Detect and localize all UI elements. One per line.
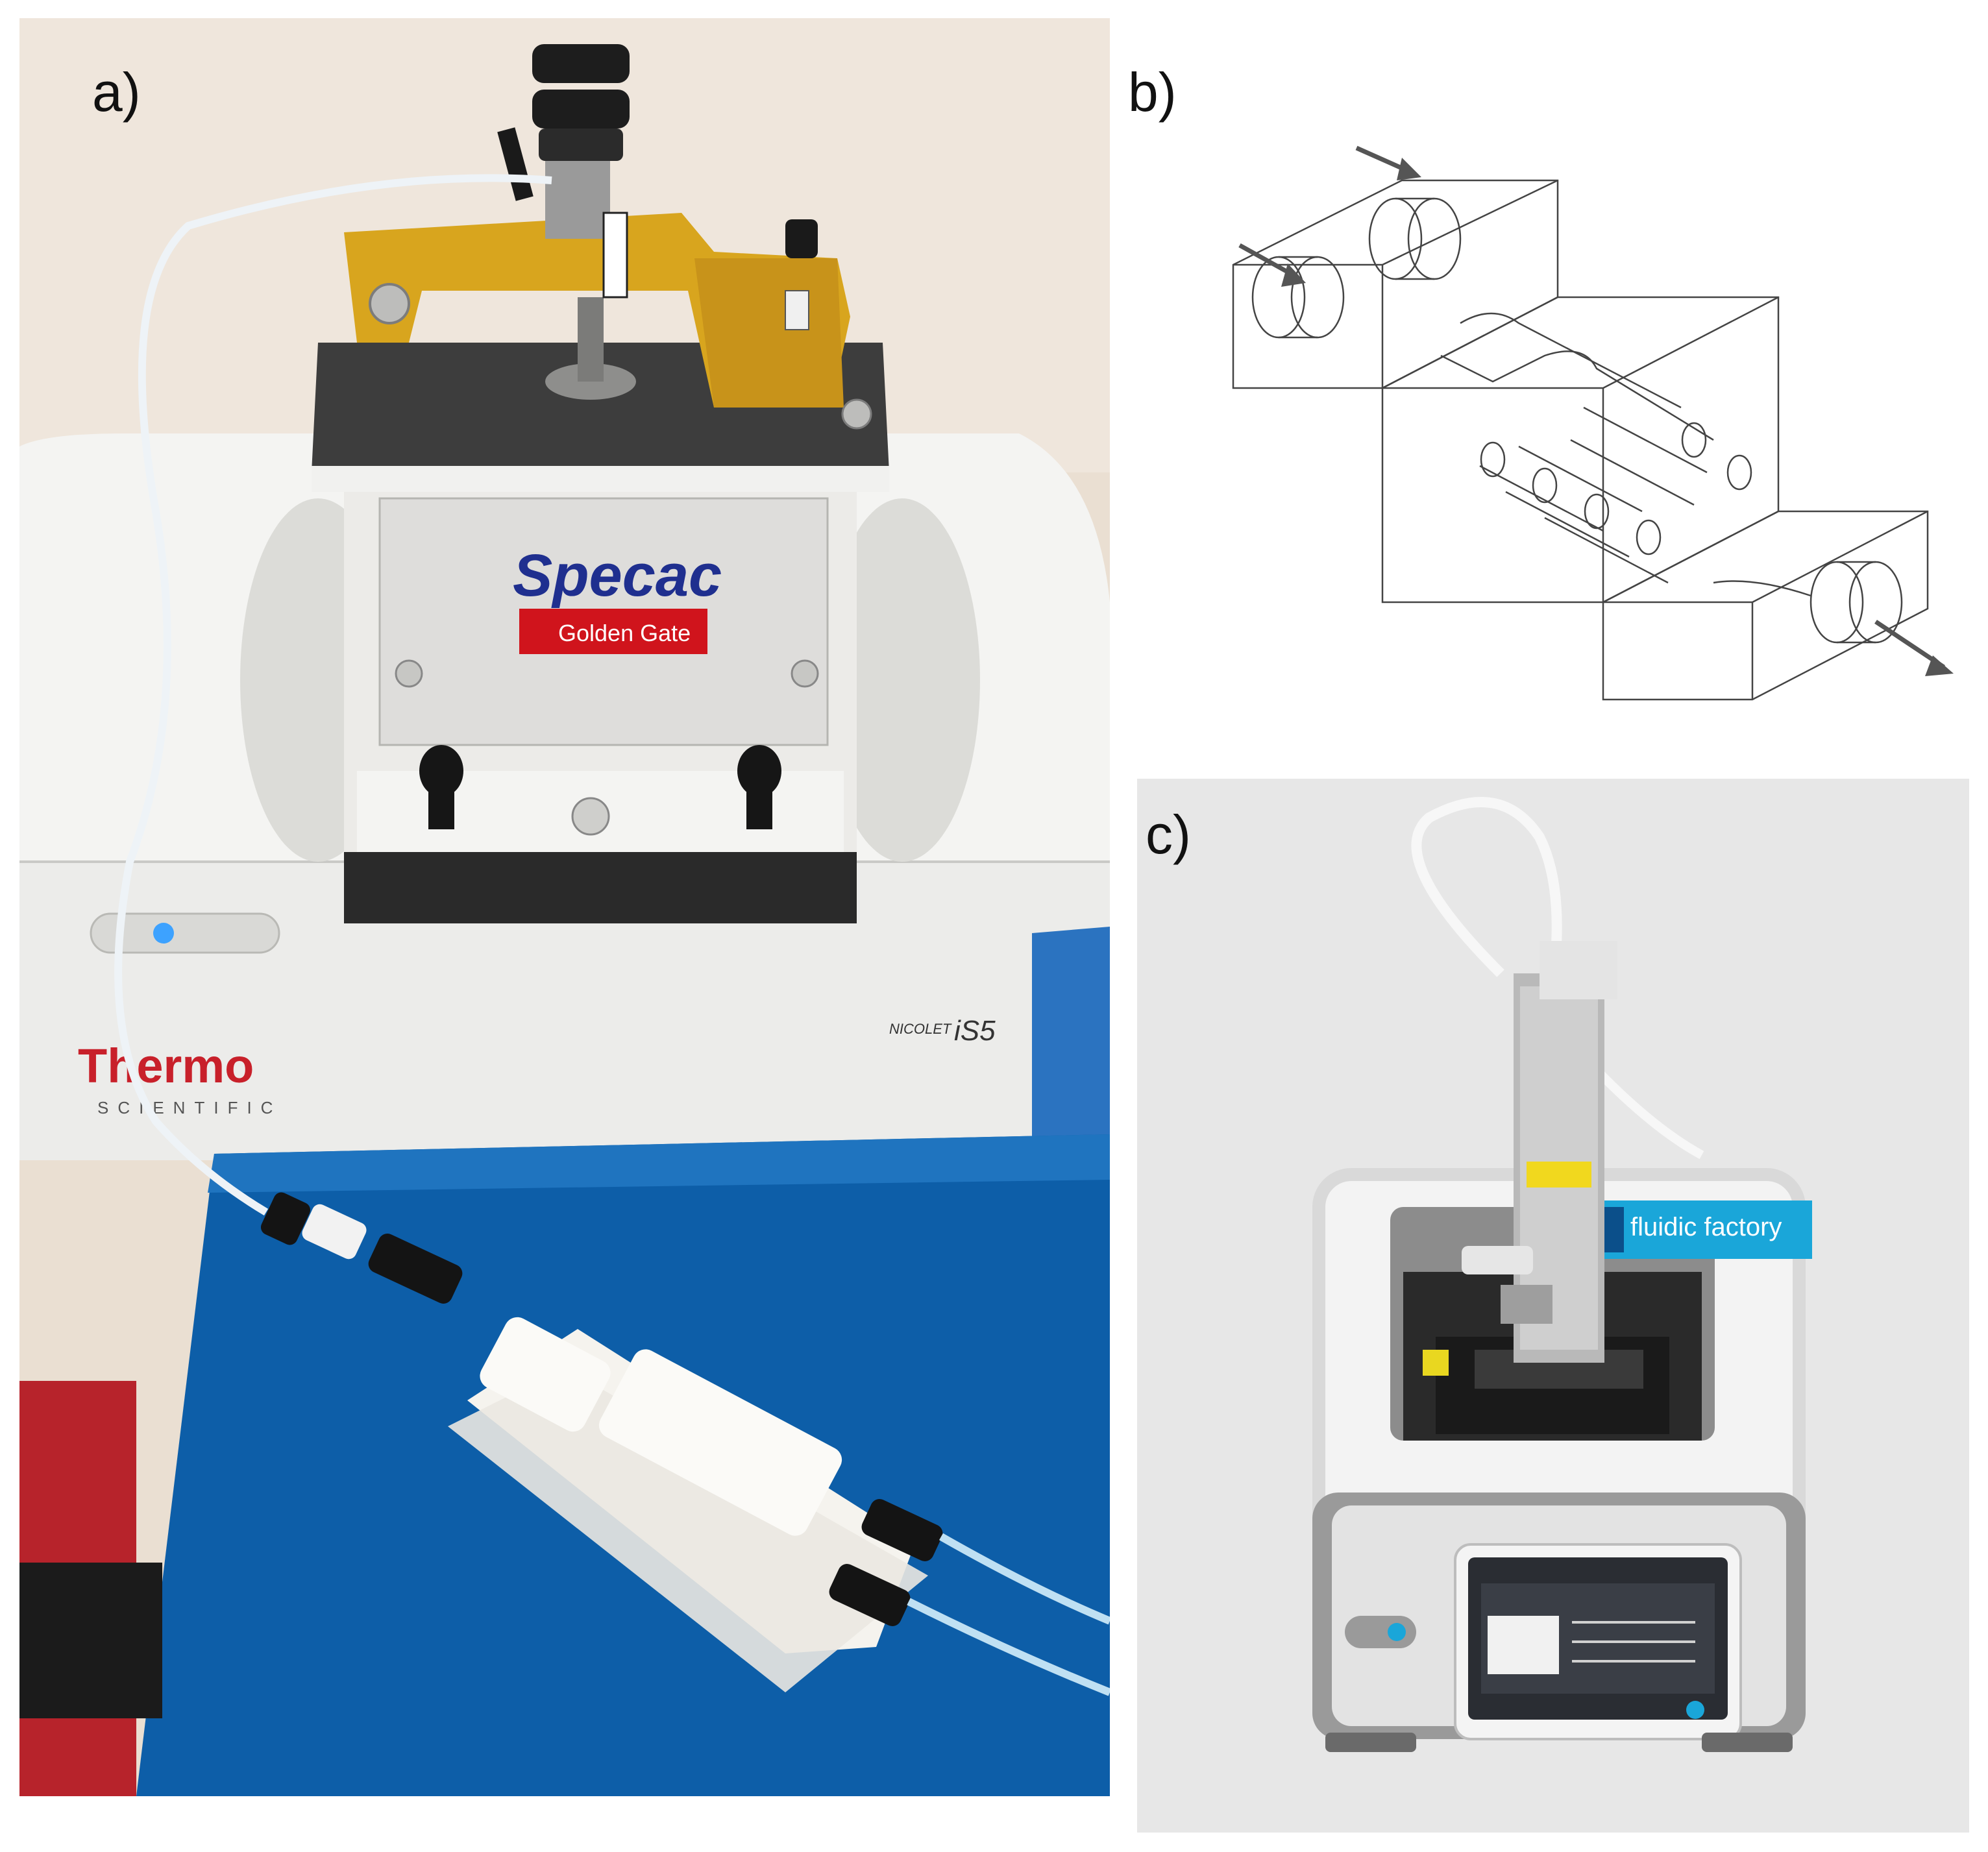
photo-panel-a: Specac Golden Gate Thermo SCIENTI [19,18,1110,1796]
specac-logo-text: Specac [513,542,722,609]
schematic-panel-b [1129,18,1973,751]
spectrometer-photo: Specac Golden Gate Thermo SCIENTI [19,18,1110,1796]
nicolet-text: NICOLET [889,1021,952,1037]
printer-render-panel-c: fluidic factory [1137,779,1969,1833]
model-text: iS5 [954,1015,996,1047]
fluidic-factory-text: fluidic factory [1630,1213,1782,1241]
panel-label-c: c) [1146,804,1191,865]
flow-cell-schematic [1232,145,1954,701]
fluidic-factory-render: fluidic factory [1137,779,1969,1833]
panel-label-a: a) [92,62,141,123]
scientific-text: SCIENTIFIC [97,1098,282,1117]
golden-gate-text: Golden Gate [558,620,691,646]
panel-label-b: b) [1128,62,1177,123]
thermo-logo-text: Thermo [78,1039,254,1093]
specac-red-band [519,609,707,654]
